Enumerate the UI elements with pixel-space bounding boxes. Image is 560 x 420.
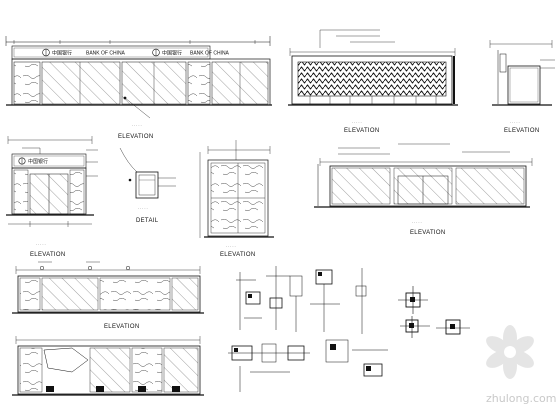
svg-text:· · · · ·: · · · · ·: [352, 121, 362, 125]
svg-text:· · · · ·: · · · · ·: [138, 207, 148, 211]
lower-elevation-label: ELEVATION: [104, 324, 140, 330]
detail-label: DETAIL: [136, 218, 159, 224]
front-elevation-label: ELEVATION: [118, 134, 154, 140]
door-elevation: 中国银行 · · · · · ELEVATION: [6, 136, 98, 258]
sign-logo-right: 中国银行: [162, 50, 182, 57]
center-elevation: · · · · · ELEVATION: [314, 143, 533, 236]
joint-details: [398, 286, 470, 338]
bank-logo-icon: [18, 157, 26, 165]
svg-text:· · · · ·: · · · · ·: [226, 245, 236, 249]
sign-english-left: BANK OF CHINA: [86, 51, 126, 57]
feature-wall-label: ELEVATION: [344, 128, 380, 134]
bank-logo-icon: [152, 48, 160, 57]
svg-text:· · · · ·: · · · · ·: [132, 124, 142, 128]
construction-details: [228, 266, 388, 392]
front-elevation: 中国银行 BANK OF CHINA 中国银行 BANK OF CHINA · …: [5, 36, 272, 140]
svg-text:· · · · ·: · · · · ·: [412, 221, 422, 225]
flower-logo-icon: [486, 325, 534, 379]
door-sign-logo: 中国银行: [28, 158, 48, 165]
sign-logo-left: 中国银行: [52, 50, 72, 57]
lower-elevation: ELEVATION: [12, 261, 204, 330]
bank-logo-icon: [42, 48, 50, 57]
site-watermark: zhulong.com: [486, 325, 556, 405]
panel-elevation-label: ELEVATION: [220, 252, 256, 258]
center-elevation-label: ELEVATION: [410, 230, 446, 236]
side-section-label: ELEVATION: [504, 128, 540, 134]
svg-text:· · · · ·: · · · · ·: [510, 121, 520, 125]
frame-detail: · · · · · DETAIL: [119, 147, 176, 224]
panel-elevation: · · · · · ELEVATION: [199, 140, 274, 258]
feature-wall-elevation: · · · · · ELEVATION: [288, 29, 458, 134]
side-section-elevation: · · · · · ELEVATION: [489, 40, 555, 134]
watermark-text: zhulong.com: [486, 392, 556, 405]
base-elevation: [12, 336, 204, 396]
svg-text:· · · · ·: · · · · ·: [36, 243, 46, 247]
door-elevation-label: ELEVATION: [30, 252, 66, 258]
sign-english-right: BANK OF CHINA: [190, 51, 230, 57]
